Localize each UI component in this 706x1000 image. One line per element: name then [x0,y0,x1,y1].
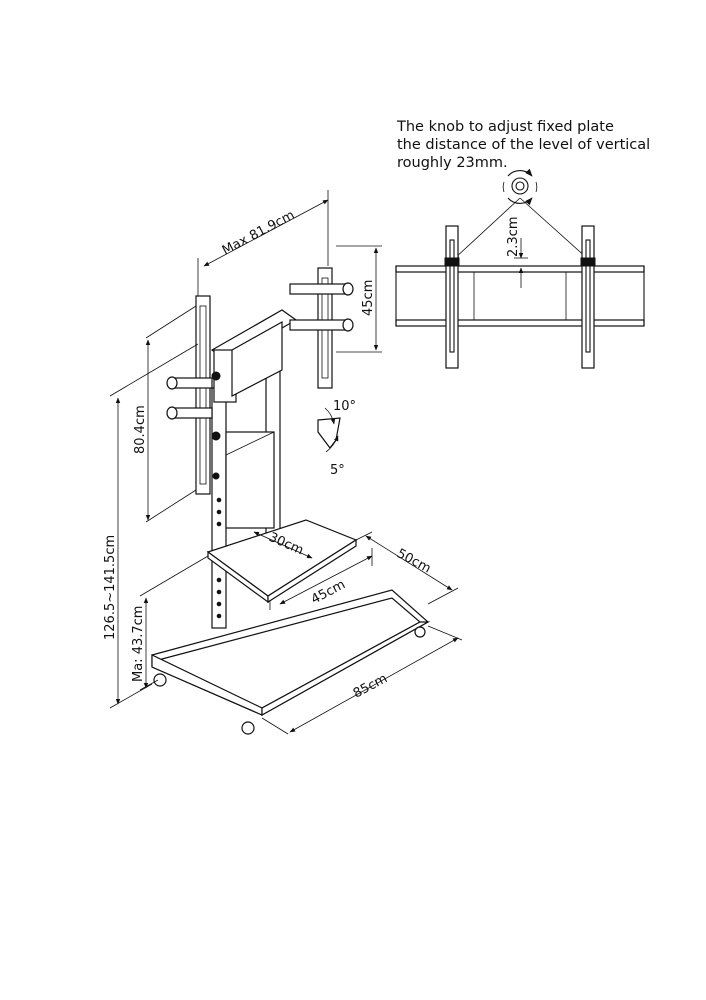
max-width-label: Max 81.9cm [220,208,297,259]
note-line-1: The knob to adjust fixed plate [396,119,614,135]
column [211,369,281,629]
note-line-3: roughly 23mm. [397,155,508,171]
tv-stand: 10° 5° Max 81.9cm 45cm 80.4cm [103,190,463,735]
dim-shelf-height: Ma: 43.7cm [131,555,209,691]
adjustment-note: The knob to adjust fixed plate the dista… [396,119,650,171]
dim-base-depth: 50cm [355,531,459,605]
dim-vertical-span: 80.4cm [133,305,197,523]
total-height-label: 126.5~141.5cm [103,535,118,640]
dim-bracket-height: 45cm [336,245,382,353]
tilt-indicator: 10° 5° [317,399,356,478]
mount-head [166,267,354,495]
vertical-span-label: 80.4cm [133,405,148,454]
knob-icon [502,168,538,206]
right-vertical-bracket [580,225,596,369]
bracket-height-label: 45cm [361,280,376,316]
base-depth-label: 50cm [394,546,433,576]
base-frame [151,589,431,735]
dim-max-width: Max 81.9cm [197,190,329,296]
tilt-up-label: 10° [333,399,356,414]
note-line-2: the distance of the level of vertical [397,137,650,153]
knob-offset-label: 2.3cm [506,217,521,258]
mount-detail-view: 2.3cm [395,168,645,369]
shelf-height-label: Ma: 43.7cm [131,606,146,682]
left-vertical-bracket [444,225,460,369]
base-length-label: 85cm [351,671,390,701]
tilt-down-label: 5° [330,463,345,478]
